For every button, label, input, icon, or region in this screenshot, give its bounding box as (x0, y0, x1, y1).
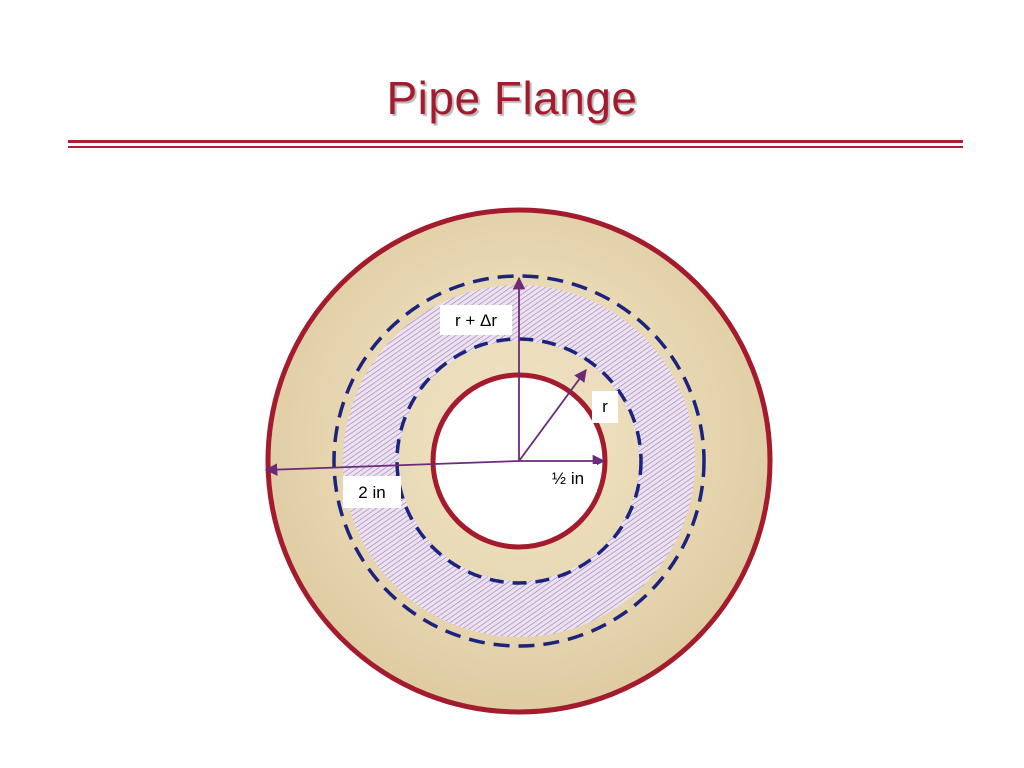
label-r-plus-dr: r + Δr (455, 311, 497, 330)
hatched-ring-element (342, 285, 695, 637)
title-rule-bottom (68, 146, 963, 148)
label-r: r (602, 397, 608, 416)
r-arrow (518, 368, 587, 462)
outer-radius-arrow (264, 460, 520, 476)
label-box-r (592, 391, 618, 423)
label-box-r-plus-dr (440, 305, 512, 335)
label-inner-radius: ½ in (552, 469, 584, 488)
slide-title: Pipe Flange (386, 72, 638, 124)
dashed-circle-r (395, 337, 643, 585)
label-outer-radius: 2 in (358, 483, 385, 502)
title-rule-top (68, 140, 963, 143)
label-box-inner-radius (540, 464, 597, 492)
label-box-outer-radius (343, 476, 401, 508)
dashed-circle-r-plus-dr (332, 274, 706, 648)
